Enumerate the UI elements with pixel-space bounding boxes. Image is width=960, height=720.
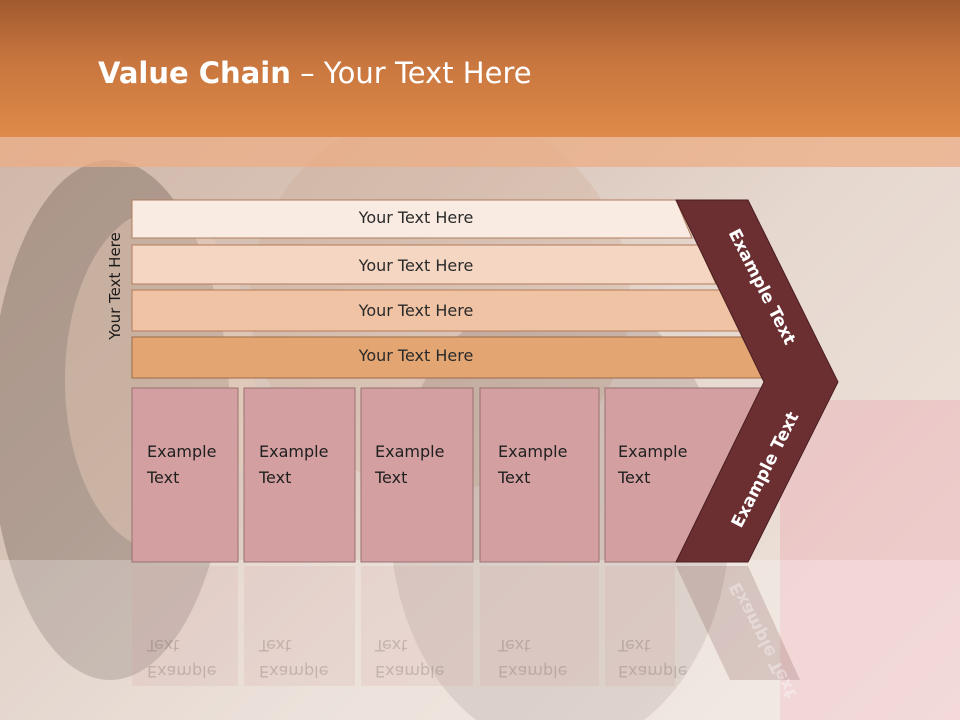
side-label-text: Your Text Here (106, 232, 124, 340)
row-3-label: Your Text Here (358, 301, 474, 320)
row-2-label: Your Text Here (358, 256, 474, 275)
row-1-label: Your Text Here (358, 208, 474, 227)
row-4-label: Your Text Here (358, 346, 474, 365)
chevron-lower-label: Example Text (727, 408, 804, 532)
page-title: Value Chain – Your Text Here (98, 56, 532, 90)
chevron-upper-label: Example Text (723, 225, 800, 349)
header-bar (0, 0, 960, 137)
title-rest: – Your Text Here (290, 56, 532, 90)
chevron-lower-reflection: Example Text (725, 578, 802, 702)
header-band (0, 137, 960, 167)
side-label: Your Text Here (102, 220, 128, 352)
title-bold: Value Chain (98, 56, 291, 90)
